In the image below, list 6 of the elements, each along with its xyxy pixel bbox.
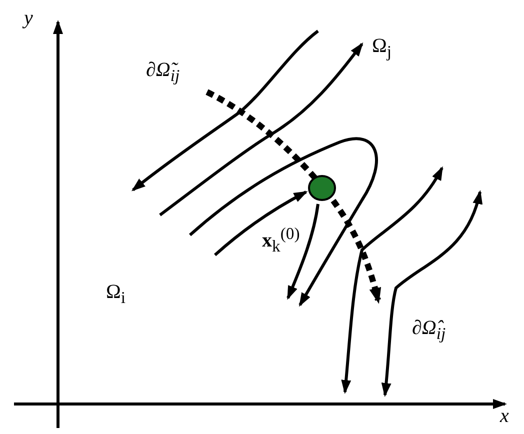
boundary-label: ∂Ω̃$_{ij}$ — [146, 60, 180, 85]
boundary-label: ∂Ω̂$_{ij}$ — [412, 318, 446, 343]
region-label: Ω$_{j}$ — [372, 36, 392, 61]
region-label: Ω$_{i}$ — [106, 282, 126, 307]
axis-label: x — [500, 406, 509, 426]
axis-label: y — [24, 8, 33, 28]
